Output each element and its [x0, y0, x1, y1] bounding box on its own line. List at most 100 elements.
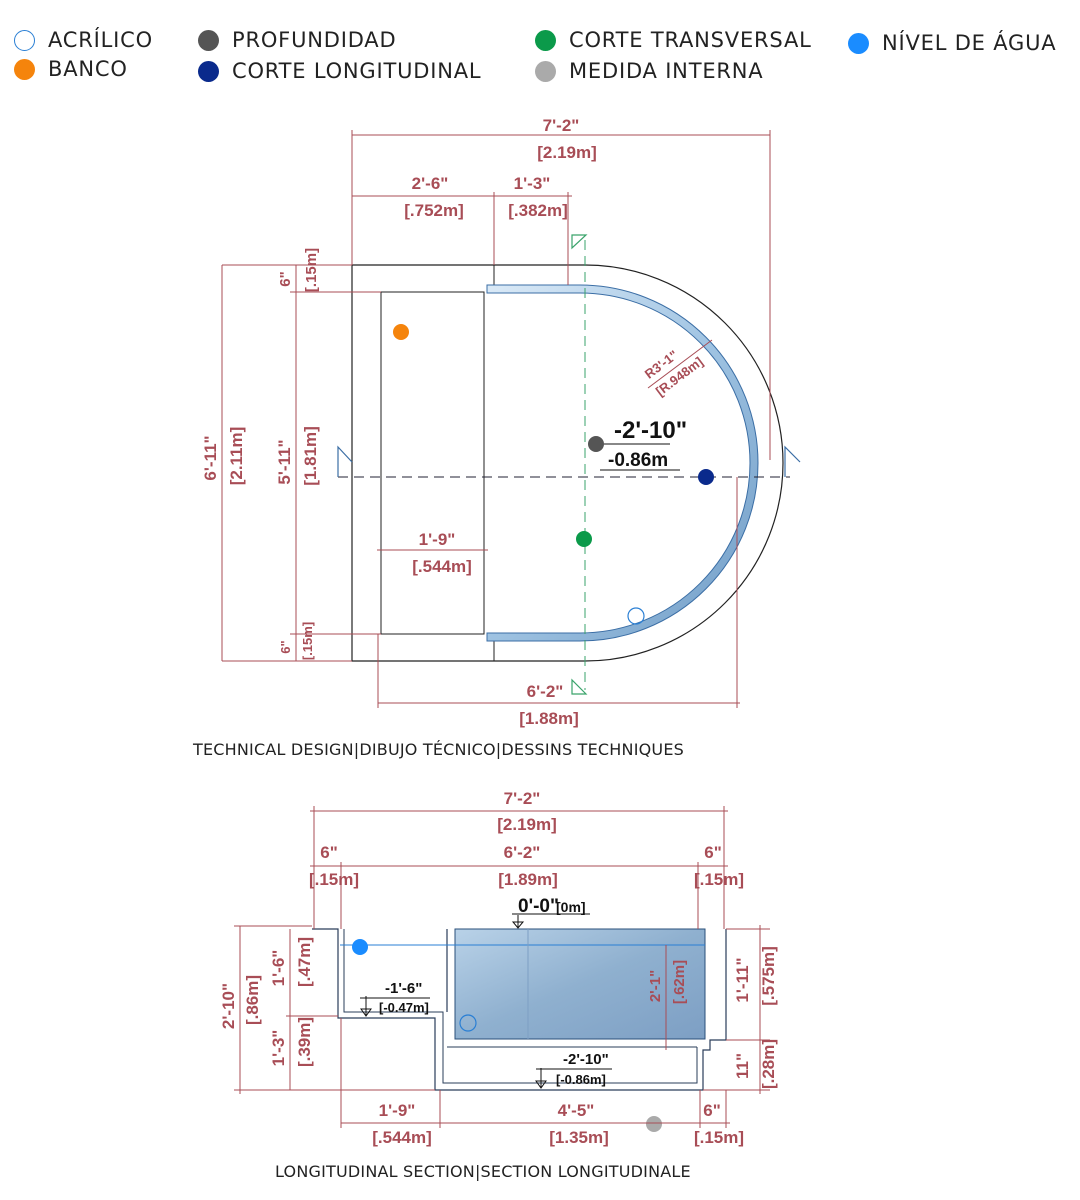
legend-label: MEDIDA INTERNA — [569, 59, 764, 83]
section-dim-inner-length: 6'-2" — [504, 843, 541, 862]
radius-leader — [647, 339, 713, 389]
legend-label: PROFUNDIDAD — [232, 28, 397, 52]
depth-label: -2'-10" — [614, 417, 687, 444]
section-dimension-lines-right — [703, 925, 770, 1094]
dim-wall-top: 6" — [277, 271, 294, 286]
section-arrow-icon — [571, 234, 588, 250]
section-dim-bench-len-m: [.544m] — [372, 1128, 432, 1147]
level-symbol-icon — [511, 915, 525, 929]
water-level-marker — [352, 939, 368, 955]
section-dim-end-wall-m: [.15m] — [694, 1128, 744, 1147]
section-dimension-lines-top — [310, 806, 728, 929]
orange-dot-icon — [14, 58, 35, 80]
legend-label: NÍVEL DE ÁGUA — [882, 31, 1057, 55]
blue-dot-icon — [848, 32, 869, 54]
dim-inner-length-m: [1.88m] — [519, 709, 579, 728]
level-water-m: [0m] — [556, 899, 586, 915]
section-dim-window-height: 2'-1" — [647, 970, 664, 1002]
legend-label: CORTE LONGITUDINAL — [232, 59, 482, 83]
section-caption: LONGITUDINAL SECTION|SECTION LONGITUDINA… — [275, 1162, 691, 1181]
light-gray-dot-icon — [535, 60, 556, 82]
dark-gray-dot-icon — [198, 29, 219, 51]
section-trans-marker — [576, 531, 592, 547]
section-acrylic-window — [454, 928, 706, 1040]
legend-item-acrilico: ACRÍLICO — [14, 25, 153, 55]
plan-acrylic-band — [486, 284, 759, 642]
dim-step-width-m: [.382m] — [508, 201, 568, 220]
section-dimension-lines-left — [234, 925, 435, 1094]
plan-caption: TECHNICAL DESIGN|DIBUJO TÉCNICO|DESSINS … — [193, 740, 684, 759]
dim-seat-width: 1'-9" — [419, 530, 456, 549]
plan-view: -2'-10" -0.86m 7'-2" [2.19m] 2'-6" [.752… — [201, 116, 801, 728]
dim-overall-width-m: [2.19m] — [537, 143, 597, 162]
section-dim-overall-height-m: [.86m] — [243, 975, 262, 1025]
legend-item-nivel-agua: NÍVEL DE ÁGUA — [848, 28, 1056, 58]
section-dim-right-lower-m: [.28m] — [759, 1039, 778, 1089]
legend-label: BANCO — [48, 57, 128, 81]
section-inner-outline — [343, 929, 698, 1084]
acrylic-marker — [627, 607, 645, 625]
level-bench: -1'-6" — [385, 980, 422, 997]
section-dim-bench-base: 1'-3" — [269, 1030, 288, 1067]
section-dimension-lines-bottom — [340, 1018, 730, 1128]
legend-item-medida-interna: MEDIDA INTERNA — [535, 56, 763, 86]
section-dim-bench-base-m: [.39m] — [295, 1017, 314, 1067]
dim-inner-depth-m: [1.81m] — [301, 426, 320, 486]
dim-overall-depth: 6'-11" — [201, 435, 220, 480]
section-dim-right-upper-m: [.575m] — [759, 946, 778, 1006]
section-arrow-icon — [337, 445, 353, 477]
dim-seat-width-m: [.544m] — [412, 557, 472, 576]
level-water: 0'-0" — [518, 896, 559, 917]
level-symbol-icon — [535, 1068, 547, 1089]
section-dim-bench-height: 1'-6" — [269, 950, 288, 987]
plan-outer-wall — [351, 264, 784, 662]
section-long-marker — [698, 469, 714, 485]
section-dim-overall-length-m: [2.19m] — [497, 815, 557, 834]
level-floor: -2'-10" — [563, 1051, 609, 1068]
level-floor-m: [-0.86m] — [556, 1072, 606, 1087]
section-dim-right-lower: 11" — [733, 1053, 752, 1079]
navy-dot-icon — [198, 60, 219, 82]
section-view: 0'-0" [0m] -1'-6" [-0.47m] -2'-10" [-0.8… — [219, 789, 778, 1147]
section-dim-overall-length: 7'-2" — [504, 789, 541, 808]
legend-item-profundidad: PROFUNDIDAD — [198, 25, 396, 55]
dimension-lines-top — [351, 130, 771, 460]
section-dim-floor-len: 4'-5" — [558, 1101, 595, 1120]
section-dim-floor-len-m: [1.35m] — [549, 1128, 609, 1147]
section-dim-bench-height-m: [.47m] — [295, 937, 314, 987]
dim-bench-width: 2'-6" — [412, 174, 449, 193]
section-dim-window-height-m: [.62m] — [671, 960, 688, 1004]
depth-marker — [588, 436, 604, 452]
plan-bench — [380, 291, 485, 635]
level-symbol-icon — [360, 996, 372, 1017]
depth-label-metric: -0.86m — [608, 450, 668, 471]
dimension-lines-left — [221, 264, 381, 662]
level-bench-m: [-0.47m] — [379, 1000, 429, 1015]
section-arrow-icon — [784, 445, 801, 477]
section-dim-wall-left: 6" — [320, 843, 338, 862]
legend-label: CORTE TRANSVERSAL — [569, 28, 812, 52]
section-dim-bench-len: 1'-9" — [379, 1101, 416, 1120]
acrylic-marker — [459, 1014, 477, 1032]
bench-marker — [393, 324, 409, 340]
hollow-circle-icon — [14, 29, 35, 51]
dim-wall-bottom: 6" — [278, 640, 293, 653]
section-dim-wall-left-m: [.15m] — [309, 870, 359, 889]
dim-inner-length: 6'-2" — [527, 682, 564, 701]
dim-wall-bottom-m: [.15m] — [300, 622, 315, 660]
section-dim-overall-height: 2'-10" — [219, 983, 238, 1029]
section-dim-wall-right-m: [.15m] — [694, 870, 744, 889]
legend-item-corte-longitudinal: CORTE LONGITUDINAL — [198, 56, 481, 86]
dim-overall-depth-m: [2.11m] — [227, 427, 246, 486]
dim-wall-top-m: [.15m] — [303, 248, 320, 292]
section-arrow-icon — [571, 678, 588, 695]
legend-item-banco: BANCO — [14, 54, 128, 84]
dim-overall-width: 7'-2" — [543, 116, 580, 135]
section-dim-end-wall: 6" — [703, 1101, 721, 1120]
legend-item-corte-transversal: CORTE TRANSVERSAL — [535, 25, 812, 55]
section-dim-right-upper: 1'-11" — [733, 957, 752, 1002]
internal-measure-marker — [646, 1116, 662, 1132]
section-dim-wall-right: 6" — [704, 843, 722, 862]
